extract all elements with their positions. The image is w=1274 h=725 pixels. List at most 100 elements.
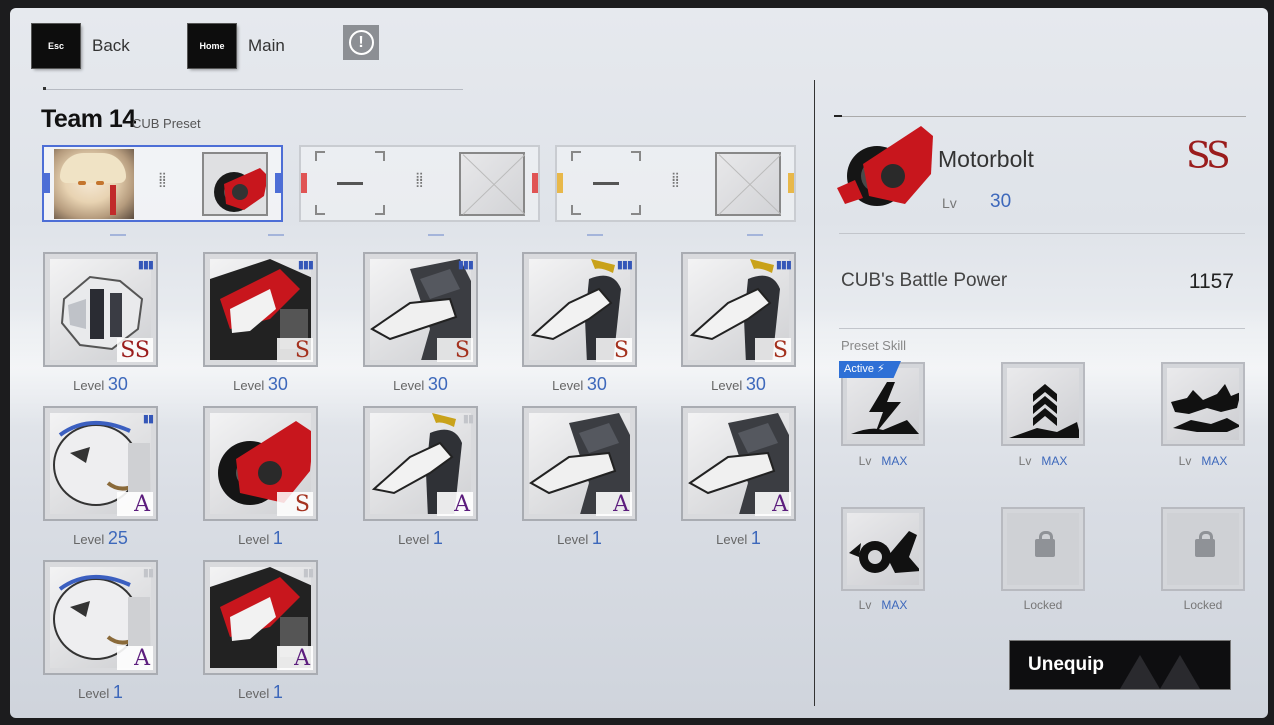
cub-card[interactable]: ▮▮▮SS <box>43 252 158 367</box>
level-value: 1 <box>272 528 283 548</box>
skill-lv-value: MAX <box>881 454 908 468</box>
shockwave-skill-icon <box>1171 384 1239 432</box>
divider-dot <box>43 87 46 90</box>
level-label: Level <box>73 532 108 547</box>
selected-cub-lv-label: Lv <box>942 195 957 211</box>
bracket-corner <box>571 151 581 161</box>
drag-handle-icon[interactable]: ⠿⠿ <box>415 171 425 191</box>
grade-badge: A <box>437 492 473 516</box>
grade-badge: S <box>437 338 473 362</box>
skill-slot-2[interactable] <box>1001 362 1085 446</box>
skill-5-locked-label: Locked <box>1023 598 1063 612</box>
slot-indicator <box>268 234 284 236</box>
level-value: 1 <box>272 682 283 702</box>
level-value: 25 <box>107 528 128 548</box>
unequip-button[interactable]: Unequip <box>1010 641 1230 689</box>
enhance-stars-icon: ▮▮ <box>302 567 314 579</box>
level-value: 1 <box>112 682 123 702</box>
level-label: Level <box>238 686 273 701</box>
cub-card[interactable]: ▮▮ A <box>203 560 318 675</box>
bracket-corner <box>631 151 641 161</box>
cub-level: Level 30 <box>43 374 158 395</box>
selected-cub-name: Motorbolt <box>938 146 1034 172</box>
level-value: 30 <box>586 374 607 394</box>
skill-lv-label: Lv <box>858 598 872 612</box>
skill-slot-5[interactable] <box>1001 507 1085 591</box>
battle-power-label: CUB's Battle Power <box>841 270 1008 291</box>
team-title: Team 14 <box>41 105 136 133</box>
cub-level: Level 1 <box>43 682 158 703</box>
enhance-stars-icon: ▮▮ <box>462 413 474 425</box>
drag-handle-icon[interactable]: ⠿⠿ <box>671 171 681 191</box>
selected-cub-grade: SS <box>1186 136 1231 177</box>
cub-level: Level 30 <box>363 374 478 395</box>
slot-right-marker <box>532 173 538 193</box>
alert-icon: ! <box>348 30 374 55</box>
unequip-label: Unequip <box>1028 654 1104 675</box>
back-label: Back <box>92 36 130 55</box>
skill-slot-6[interactable] <box>1161 507 1245 591</box>
main-button[interactable]: Home Main <box>188 24 285 68</box>
cub-card[interactable]: A <box>681 406 796 521</box>
slot-indicator <box>747 234 763 236</box>
cub-level: Level 1 <box>681 528 796 549</box>
skill-lv-label: Lv <box>1178 454 1192 468</box>
level-value: 30 <box>267 374 288 394</box>
grade-badge: A <box>277 646 313 670</box>
team-slot-2[interactable]: ⠿⠿ <box>299 145 540 222</box>
cub-card[interactable]: S <box>203 406 318 521</box>
cub-level: Level 30 <box>522 374 637 395</box>
cub-art <box>688 413 789 514</box>
grade-badge: A <box>755 492 791 516</box>
level-value: 30 <box>745 374 766 394</box>
slot-indicator <box>428 234 444 236</box>
cub-card[interactable]: ▮▮ A <box>43 560 158 675</box>
bracket-corner <box>375 151 385 161</box>
info-button[interactable]: ! <box>343 25 379 60</box>
rider-skill-icon <box>849 531 919 573</box>
cub-card[interactable]: ▮▮▮S <box>363 252 478 367</box>
level-label: Level <box>393 378 428 393</box>
detail-top-rule-marker <box>834 115 842 117</box>
enhance-stars-icon: ▮▮ <box>142 567 154 579</box>
grade-badge: S <box>596 338 632 362</box>
team-slot-1[interactable]: ⠿⠿ <box>42 145 283 222</box>
bracket-corner <box>315 151 325 161</box>
cub-level: Level 30 <box>203 374 318 395</box>
bracket-corner <box>375 205 385 215</box>
team-slot-3[interactable]: ⠿⠿ <box>555 145 796 222</box>
cub-card[interactable]: ▮▮▮ S <box>522 252 637 367</box>
rank-chevron-skill-icon <box>1009 384 1079 438</box>
cub-card[interactable]: ▮▮ A <box>363 406 478 521</box>
equipped-cub-thumbnail <box>202 152 268 216</box>
cub-level: Level 1 <box>522 528 637 549</box>
level-label: Level <box>238 532 273 547</box>
slot-left-marker <box>557 173 563 193</box>
empty-cub-slot[interactable] <box>459 152 526 216</box>
back-button[interactable]: Esc Back <box>32 24 130 68</box>
grade-badge: A <box>117 646 153 670</box>
cub-card[interactable]: ▮▮A <box>43 406 158 521</box>
skill-slot-3[interactable] <box>1161 362 1245 446</box>
detail-divider <box>839 233 1245 234</box>
level-label: Level <box>73 378 108 393</box>
skill-slot-4[interactable] <box>841 507 925 591</box>
header-divider <box>43 89 463 90</box>
empty-cub-slot[interactable] <box>715 152 782 216</box>
grade-badge: S <box>277 338 313 362</box>
cub-level: Level 1 <box>203 528 318 549</box>
drag-handle-icon[interactable]: ⠿⠿ <box>158 171 168 191</box>
enhance-stars-icon: ▮▮▮ <box>616 259 633 271</box>
lock-icon <box>1035 531 1055 557</box>
grade-badge: S <box>277 492 313 516</box>
enhance-stars-icon: ▮▮ <box>142 413 154 425</box>
cub-card[interactable]: ▮▮▮S <box>681 252 796 367</box>
cub-card[interactable]: ▮▮▮S <box>203 252 318 367</box>
level-value: 30 <box>107 374 128 394</box>
cub-card[interactable]: A <box>522 406 637 521</box>
level-label: Level <box>233 378 268 393</box>
cub-preset-screen: Esc Back Home Main ! Team 14 CUB Preset … <box>10 8 1268 718</box>
cub-level: Level 30 <box>681 374 796 395</box>
home-key-icon: Home <box>188 24 236 68</box>
